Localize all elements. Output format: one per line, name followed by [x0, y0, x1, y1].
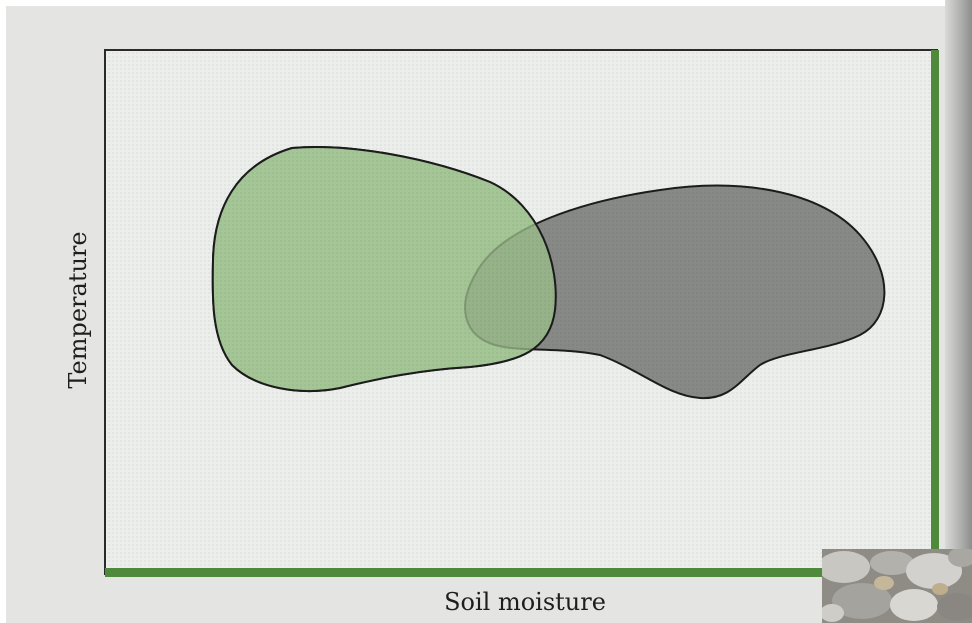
right-axis-line [931, 50, 939, 577]
y-axis-label: Temperature [64, 231, 92, 388]
print-texture [105, 50, 937, 574]
x-axis-label: Soil moisture [444, 588, 606, 616]
x-axis-line [105, 568, 937, 577]
gravel-stones-photo [822, 549, 972, 623]
